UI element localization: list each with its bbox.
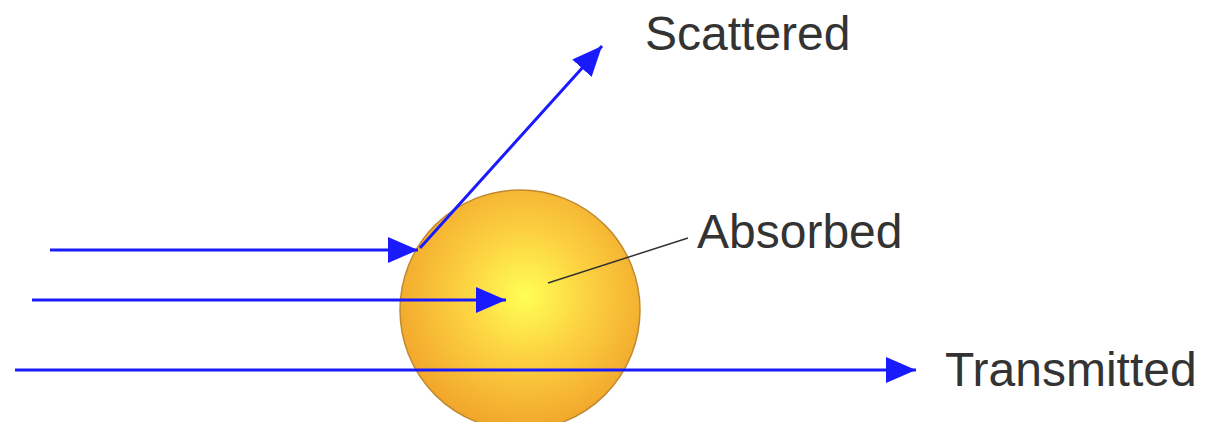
label: Transmitted [945, 344, 1197, 397]
leader-line [548, 238, 688, 283]
scattered-ray [420, 46, 602, 248]
label: Scattered [645, 8, 850, 61]
incident-ray [50, 249, 418, 252]
absorbed-ray [32, 299, 506, 302]
label: Absorbed [697, 206, 902, 259]
particle-sphere [400, 190, 640, 422]
transmitted-ray [15, 369, 916, 372]
